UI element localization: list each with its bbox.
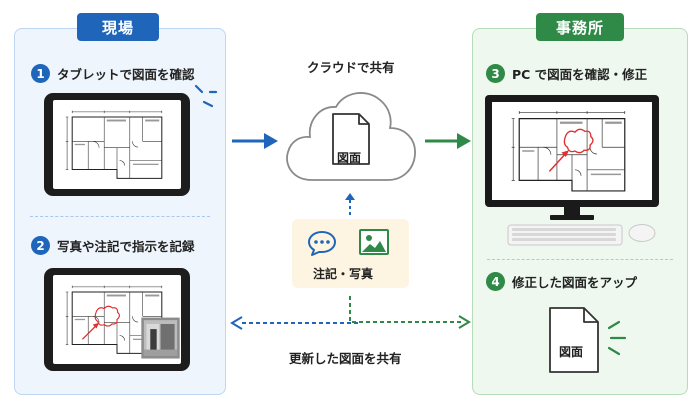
tablet-floorplan <box>44 93 190 196</box>
floorplan-drawing <box>65 110 163 179</box>
step-3-number: 3 <box>486 64 505 83</box>
mouse-icon <box>628 224 656 242</box>
keyboard-icon <box>507 224 623 246</box>
step-1: 1 タブレットで図面を確認 <box>31 64 195 83</box>
upload-dashed-arrow-icon <box>345 193 355 215</box>
monitor-floorplan-drawing <box>511 110 626 192</box>
site-photo <box>141 317 180 359</box>
step-4-number: 4 <box>486 272 505 291</box>
share-back-dashed-arrow-icon <box>230 316 358 330</box>
monitor-stand <box>550 206 594 220</box>
chat-bubble-icon <box>308 231 336 256</box>
annotated-floorplan-drawing <box>65 285 180 359</box>
office-tag: 事務所 <box>536 13 624 41</box>
step-2: 2 写真や注記で指示を記録 <box>31 236 195 255</box>
office-panel-divider <box>487 259 673 260</box>
step-2-label: 写真や注記で指示を記録 <box>57 239 195 254</box>
monitor-annotation-arrow-icon <box>548 150 569 172</box>
step-1-number: 1 <box>31 64 50 83</box>
tablet-annotated-floorplan <box>44 268 190 371</box>
monitor-revision-cloud-icon <box>563 128 594 154</box>
step-4-label: 修正した図面をアップ <box>512 275 638 290</box>
annotation-arrow-icon <box>81 322 100 340</box>
image-icon <box>359 229 389 255</box>
cloud-caption: クラウドで共有 <box>307 60 395 75</box>
cloud-document-icon <box>332 113 370 165</box>
revision-cloud-icon <box>94 305 120 327</box>
highlight-marks-icon <box>194 84 218 108</box>
document-label: 図面 <box>559 345 584 359</box>
annotation-photo-box <box>292 219 409 288</box>
share-caption: 更新した図面を共有 <box>289 351 402 366</box>
office-monitor <box>485 95 659 207</box>
step-4: 4 修正した図面をアップ <box>486 272 637 291</box>
site-tag: 現場 <box>77 13 159 41</box>
cloud-document-label: 図面 <box>337 151 362 165</box>
arrow-to-cloud-icon <box>232 133 278 149</box>
step-1-label: タブレットで図面を確認 <box>57 67 195 82</box>
site-panel-divider <box>30 216 210 217</box>
annotation-label: 注記・写真 <box>313 267 374 281</box>
arrow-to-office-icon <box>425 133 471 149</box>
document-icon <box>549 307 599 373</box>
step-3: 3 PC で図面を確認・修正 <box>486 64 647 83</box>
step-2-number: 2 <box>31 236 50 255</box>
share-office-dashed-arrow-icon <box>349 296 471 329</box>
highlight-marks-icon <box>607 320 627 356</box>
step-3-label: PC で図面を確認・修正 <box>512 67 648 82</box>
